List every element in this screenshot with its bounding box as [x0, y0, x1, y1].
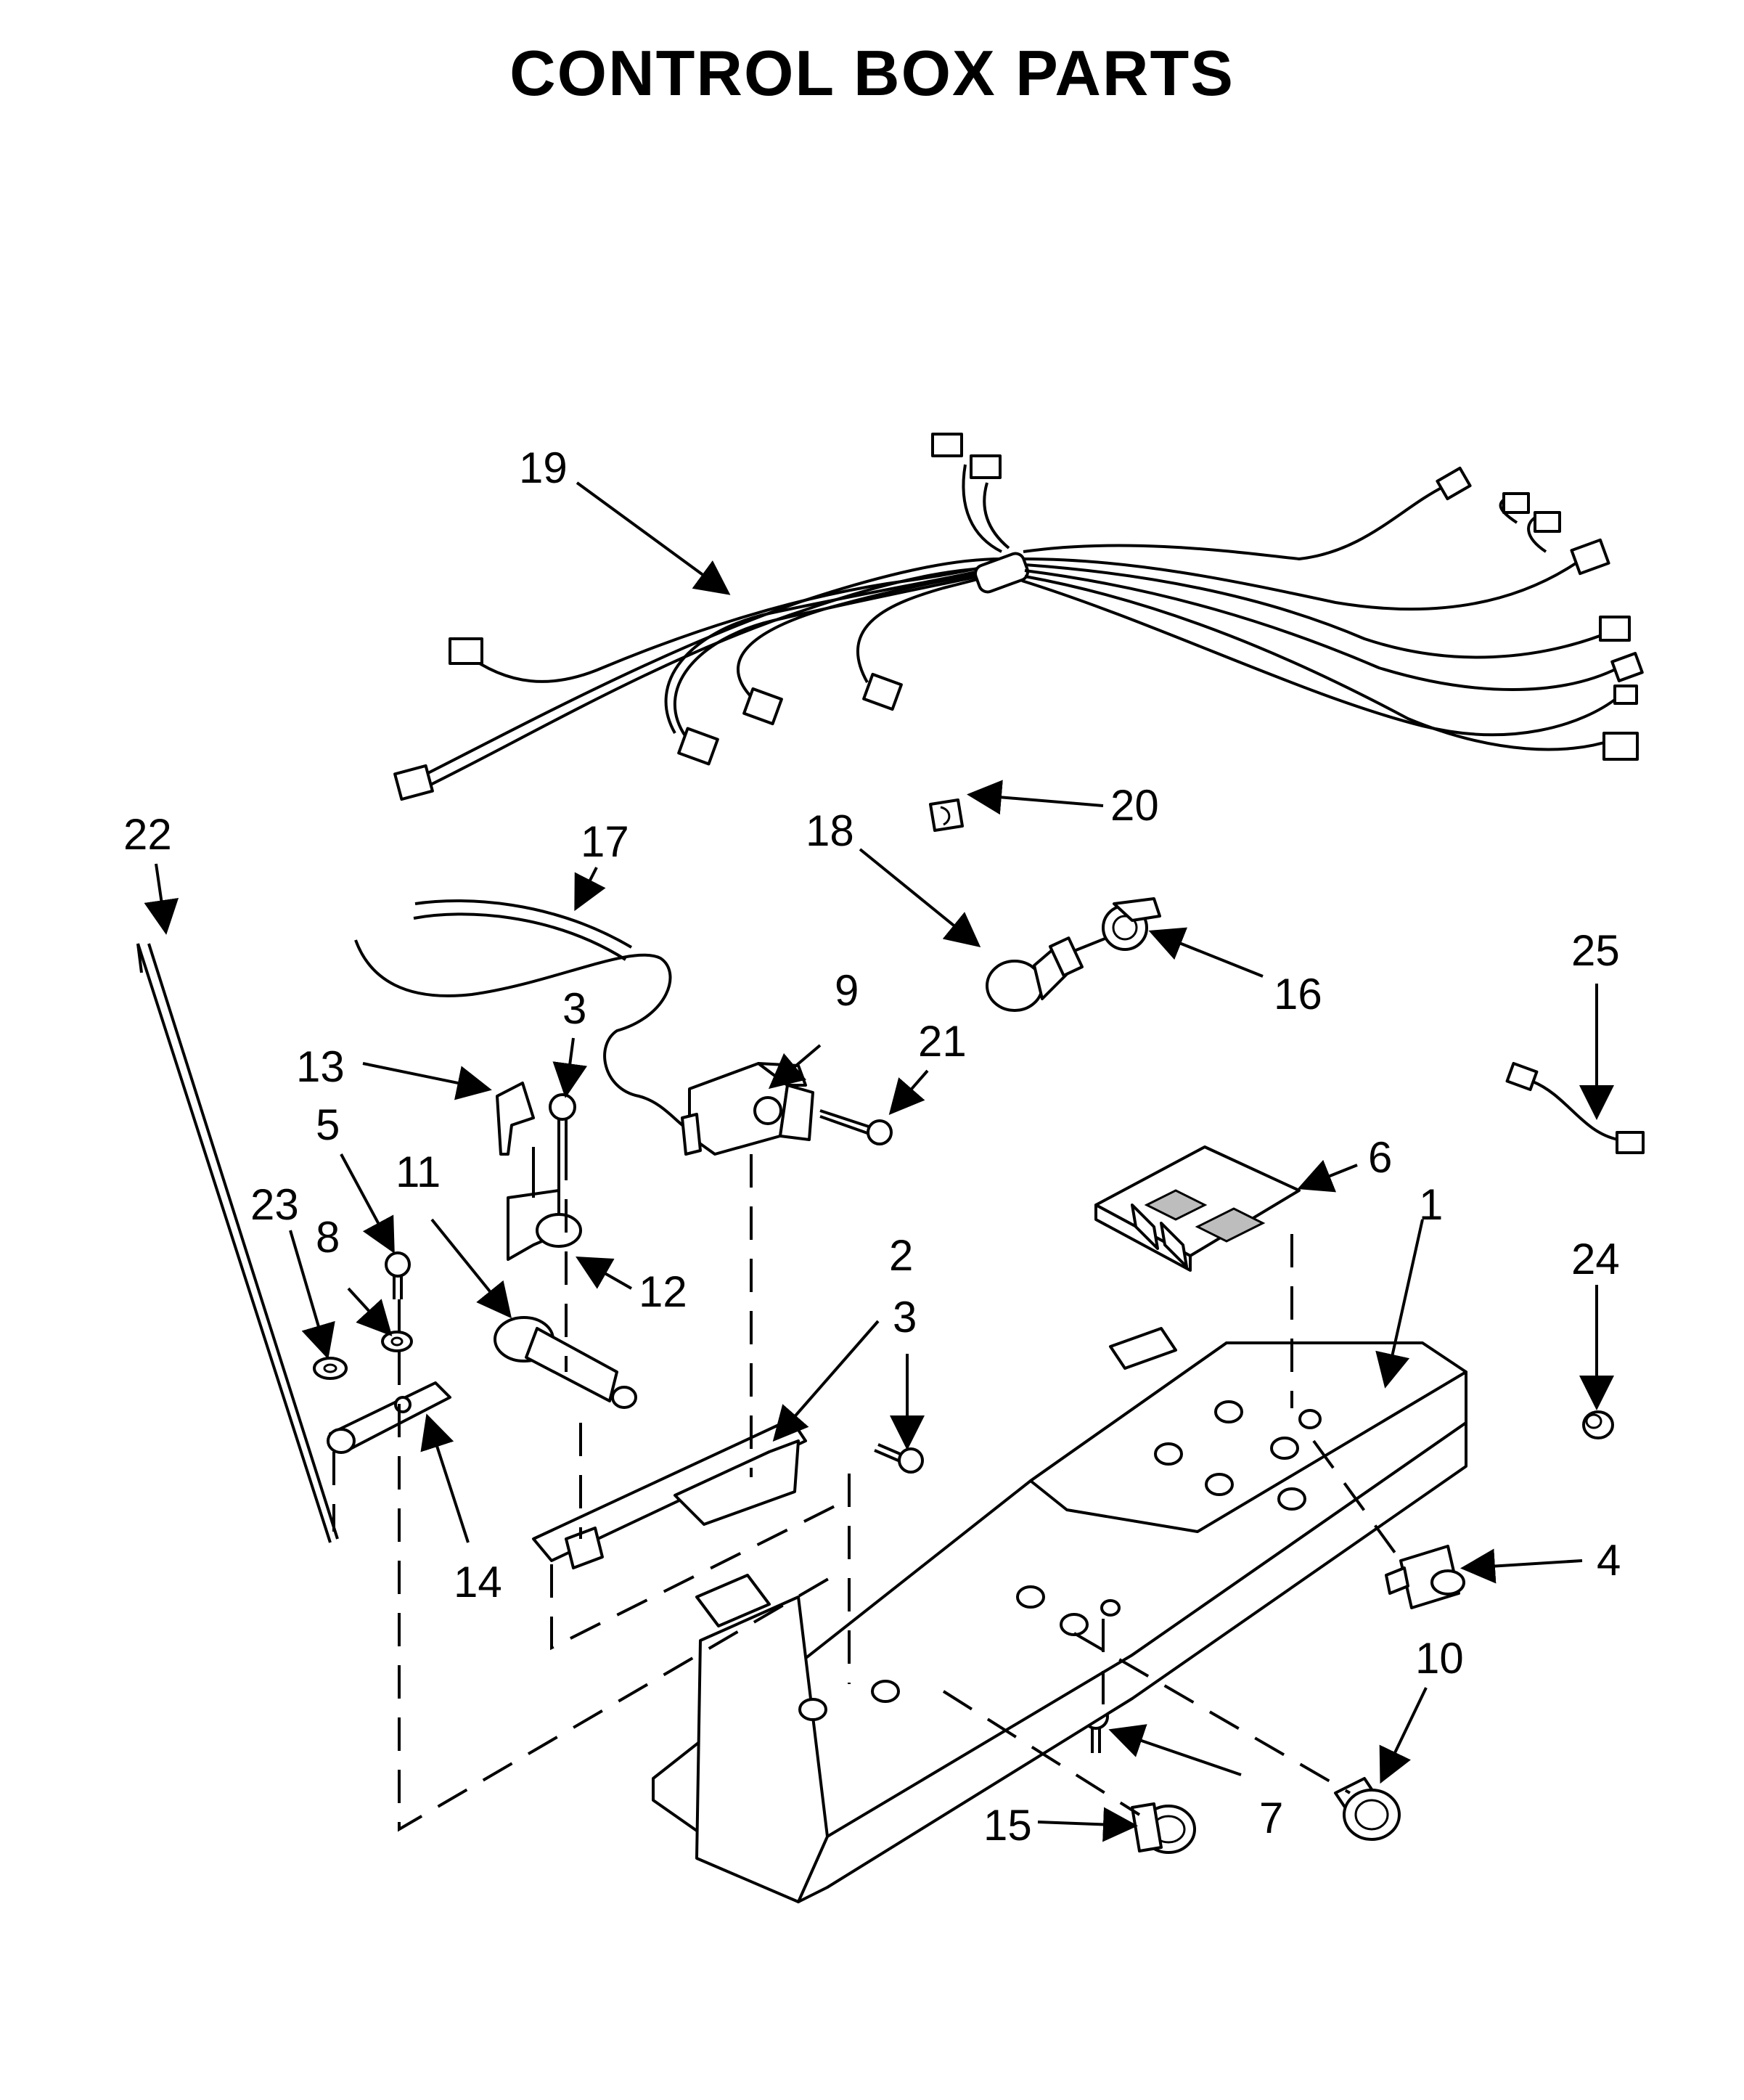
control-box-housing-part-1 — [652, 1327, 1467, 1903]
screw-part-5 — [385, 1251, 411, 1299]
callout-1: 1 — [1419, 1180, 1443, 1229]
wire-harness-part — [393, 433, 1644, 801]
callout-5: 5 — [316, 1100, 340, 1149]
rod-part-22 — [136, 943, 339, 1543]
button-part-15 — [1131, 1802, 1196, 1854]
control-board-part-6 — [1094, 1145, 1301, 1272]
lamp-socket-clip-part — [929, 798, 964, 832]
diagram-title: CONTROL BOX PARTS — [509, 37, 1235, 109]
bracket-part-12 — [507, 1147, 582, 1261]
tube-part — [354, 899, 697, 1134]
callout-12: 12 — [639, 1267, 687, 1316]
screw-part-3-lower — [874, 1443, 924, 1474]
callout-7: 7 — [1259, 1794, 1283, 1842]
mounting-bracket-part-2 — [532, 1418, 807, 1569]
callout-24: 24 — [1571, 1235, 1620, 1283]
callout-18: 18 — [806, 806, 854, 855]
button-part-10 — [1334, 1777, 1401, 1841]
callout-22: 22 — [123, 810, 172, 859]
callout-3-upper: 3 — [562, 984, 586, 1033]
callout-13: 13 — [296, 1042, 345, 1091]
plug-part-24 — [1582, 1410, 1614, 1439]
callout-20: 20 — [1110, 781, 1159, 830]
light-bulb-part — [986, 936, 1084, 1012]
callout-8: 8 — [316, 1213, 340, 1262]
callout-25: 25 — [1571, 926, 1620, 975]
cam-shaft-part-11 — [494, 1316, 637, 1409]
temperature-control-part — [681, 1062, 814, 1156]
callout-labels: 19 20 18 16 17 22 25 9 21 3 13 5 11 6 1 … — [123, 444, 1621, 1850]
clip-part-13 — [496, 1082, 535, 1156]
callout-16: 16 — [1274, 970, 1322, 1018]
wire-jumper-part-25 — [1505, 1061, 1645, 1154]
switch-part-4 — [1385, 1545, 1465, 1609]
washer-part-23 — [313, 1357, 348, 1380]
callout-17: 17 — [581, 817, 629, 866]
callout-10: 10 — [1415, 1634, 1464, 1683]
callout-6: 6 — [1368, 1133, 1392, 1182]
callout-23: 23 — [250, 1180, 299, 1229]
washer-part-8 — [381, 1331, 413, 1352]
leader-arrows — [144, 481, 1614, 1842]
lever-part-14 — [327, 1381, 451, 1454]
callout-3-lower: 3 — [893, 1293, 917, 1341]
callout-14: 14 — [454, 1558, 502, 1606]
callout-19: 19 — [519, 444, 568, 492]
callout-2: 2 — [889, 1231, 913, 1280]
screw-part-3-upper — [549, 1093, 576, 1147]
callout-4: 4 — [1597, 1536, 1621, 1585]
callout-15: 15 — [983, 1801, 1032, 1850]
callout-11: 11 — [396, 1148, 441, 1196]
screw-part-21 — [819, 1109, 893, 1145]
callout-9: 9 — [835, 966, 859, 1015]
assembly-lines — [332, 1147, 1402, 1832]
callout-21: 21 — [918, 1017, 967, 1066]
lamp-socket-part — [1073, 897, 1161, 952]
